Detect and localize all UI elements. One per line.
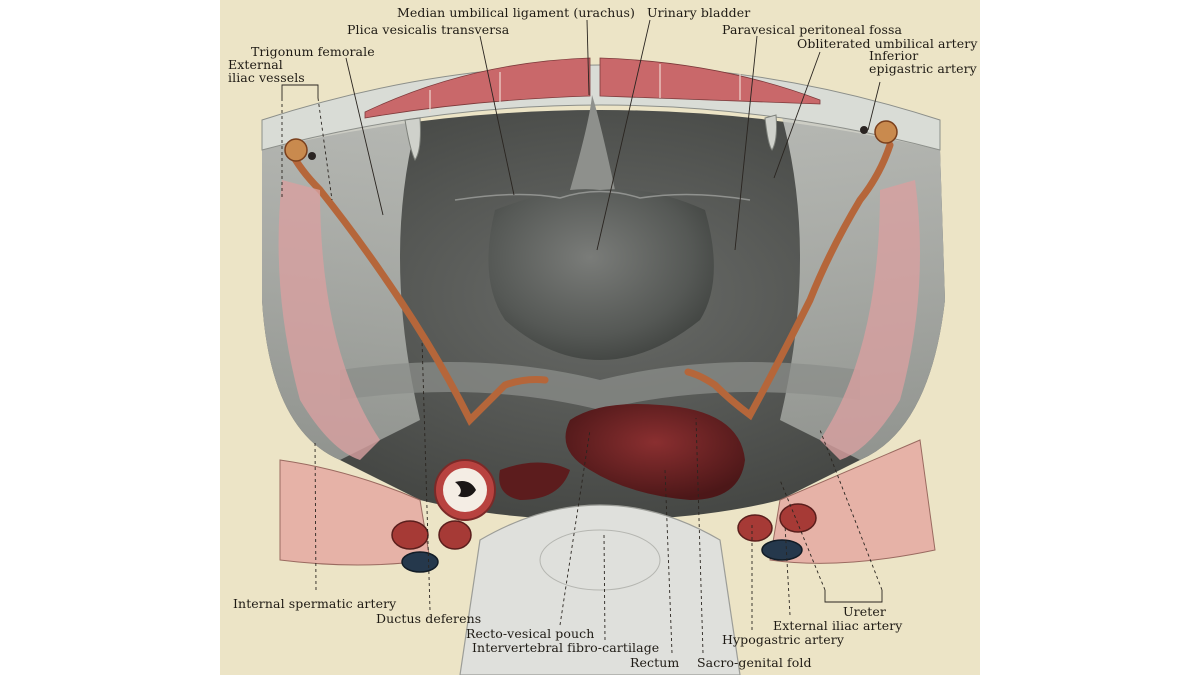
label-obliterated-umbilical-artery: Obliterated umbilical artery	[797, 36, 978, 51]
rectus-muscle-left	[364, 57, 591, 119]
label-plica-vesicalis-transversa: Plica vesicalis transversa	[347, 22, 510, 37]
ductus-deferens-left	[286, 146, 549, 426]
label-urinary-bladder: Urinary bladder	[647, 5, 751, 20]
leader-lines	[281, 19, 883, 654]
label-sacro-genital-fold: Sacro-genital fold	[697, 655, 812, 670]
pelvic-floor-right	[769, 439, 936, 564]
label-intervertebral-fibro-cartilage: Intervertebral fibro-cartilage	[472, 640, 660, 655]
psoas-right	[820, 180, 920, 460]
label-hypogastric-artery: Hypogastric artery	[722, 632, 845, 647]
rectum	[565, 404, 745, 500]
label-inferior-epigastric-artery-1: Inferior	[869, 48, 919, 63]
label-external-iliac-vessels-2: iliac vessels	[228, 70, 305, 85]
psoas-left	[278, 180, 380, 460]
label-trigonum-femorale: Trigonum femorale	[251, 44, 375, 59]
label-ductus-deferens: Ductus deferens	[376, 611, 482, 626]
rectus-muscle-right	[599, 57, 821, 105]
urinary-bladder	[488, 189, 714, 360]
label-recto-vesical-pouch: Recto-vesical pouch	[466, 626, 595, 641]
label-rectum: Rectum	[630, 655, 680, 670]
label-internal-spermatic-artery: Internal spermatic artery	[233, 596, 397, 611]
label-ureter: Ureter	[843, 604, 886, 619]
ductus-deferens-right	[684, 141, 894, 421]
label-inferior-epigastric-artery-2: epigastric artery	[869, 61, 977, 76]
label-external-iliac-vessels-1: External	[228, 57, 283, 72]
label-median-umbilical-ligament: Median umbilical ligament (urachus)	[397, 5, 635, 20]
urachus-fold	[570, 95, 615, 190]
label-external-iliac-artery: External iliac artery	[773, 618, 903, 633]
label-paravesical-peritoneal-fossa: Paravesical peritoneal fossa	[722, 22, 903, 37]
